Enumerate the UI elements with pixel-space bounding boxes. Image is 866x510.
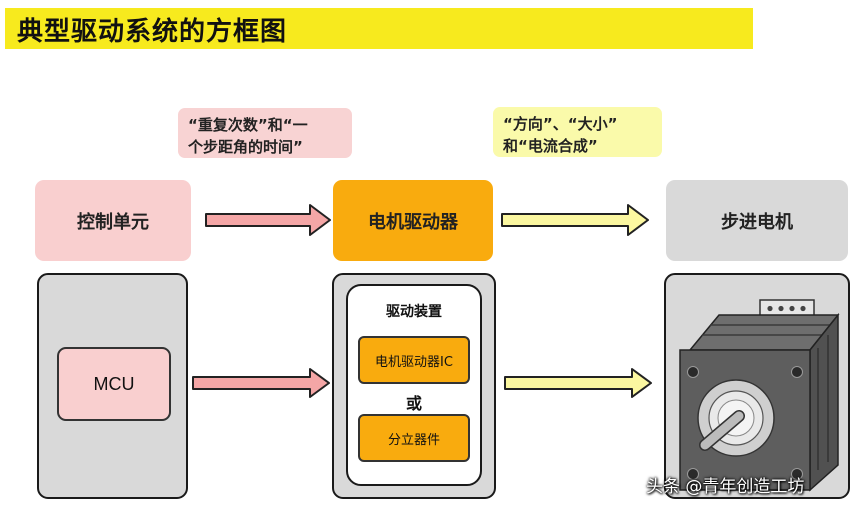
stepper-motor-icon — [679, 299, 840, 492]
motor-driver-box: 电机驱动器 — [333, 180, 493, 261]
drive-signal-note: “方向”、“大小” 和“电流合成” — [493, 107, 662, 157]
watermark: 头条 @青年创造工坊 — [646, 477, 805, 497]
page-title: 典型驱动系统的方框图 — [17, 17, 288, 47]
arrow-right-icon — [205, 204, 331, 236]
control-unit-box: 控制单元 — [35, 180, 191, 261]
arrow-right-icon — [192, 368, 330, 398]
mcu-box: MCU — [57, 347, 171, 421]
control-signal-note-line-1: “重复次数”和“一 — [188, 116, 308, 134]
title-bar: 典型驱动系统的方框图 — [5, 8, 753, 49]
arrow-right-icon — [504, 368, 652, 398]
drive-signal-note-line-1: “方向”、“大小” — [503, 115, 618, 133]
drive-device-title: 驱动装置 — [386, 304, 442, 320]
stepper-motor-box: 步进电机 — [666, 180, 848, 261]
driver-ic-box: 电机驱动器IC — [358, 336, 470, 384]
discrete-components-box: 分立器件 — [358, 414, 470, 462]
control-signal-note-line-2: 个步距角的时间” — [188, 138, 303, 156]
drive-signal-note-line-2: 和“电流合成” — [503, 137, 598, 155]
or-label: 或 — [405, 394, 422, 413]
arrow-right-icon — [501, 204, 649, 236]
control-signal-note: “重复次数”和“一 个步距角的时间” — [178, 108, 352, 158]
